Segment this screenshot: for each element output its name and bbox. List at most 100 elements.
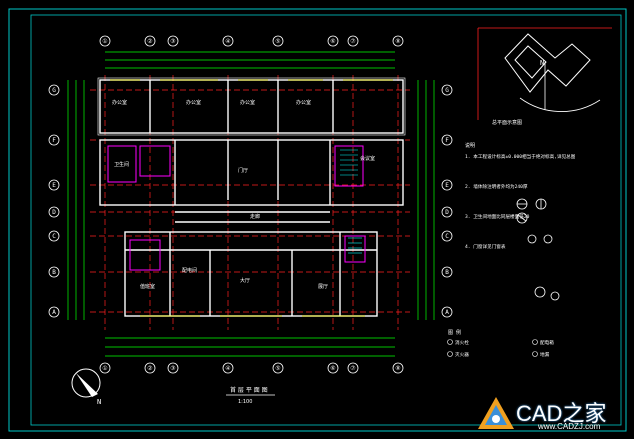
column-axis-top: ⑦ <box>347 35 359 47</box>
column-axis-top-label: ⑧ <box>395 38 400 45</box>
column-axis-bottom: ⑦ <box>347 362 359 374</box>
row-axis-left-label: G <box>52 87 56 94</box>
column-axis-top-label: ④ <box>225 38 230 45</box>
row-axis-left-label: F <box>52 137 56 144</box>
legend-heading: 图 例 <box>448 329 461 336</box>
row-axis-right: D <box>441 206 453 218</box>
row-axis-right: A <box>441 306 453 318</box>
row-axis-right-label: G <box>445 87 449 94</box>
room-labels: 办公室办公室办公室办公室门厅会议室大厅走廊展厅值班室配电间卫生间 <box>112 99 375 290</box>
column-axis-top-label: ⑦ <box>350 38 355 45</box>
row-axis-left-label: E <box>52 182 56 189</box>
top-axis-bubbles: ① ② ③ ④ ⑤ ⑥ ⑦ ⑧ <box>99 35 404 47</box>
room-label: 会议室 <box>360 155 375 162</box>
column-axis-bottom: ⑧ <box>392 362 404 374</box>
row-axis-right-label: B <box>445 269 449 276</box>
building-walls <box>97 77 406 317</box>
room-label: 办公室 <box>112 99 127 106</box>
room-label: 卫生间 <box>114 161 129 168</box>
row-axis-right: G <box>441 84 453 96</box>
watermark-url: www.CADZJ.com <box>538 422 601 431</box>
column-axis-top: ④ <box>222 35 234 47</box>
column-axis-bottom: ⑥ <box>327 362 339 374</box>
legend-item: 地漏 <box>540 351 550 358</box>
room-label: 门厅 <box>238 167 248 174</box>
row-axis-right: C <box>441 230 453 242</box>
row-axis-right: F <box>441 134 453 146</box>
room-label: 办公室 <box>296 99 311 106</box>
room-label: 大厅 <box>240 277 250 284</box>
legend-symbol-icon <box>447 339 453 345</box>
plan-title: 首 层 平 面 图 <box>230 386 268 394</box>
legend-symbol-icon <box>447 351 453 357</box>
legend-item: 配电箱 <box>540 339 554 346</box>
row-axis-left: F <box>48 134 60 146</box>
column-axis-bottom: ⑤ <box>272 362 284 374</box>
column-axis-top-label: ② <box>147 38 152 45</box>
room-label: 配电间 <box>182 267 197 274</box>
column-axis-bottom-label: ③ <box>170 365 175 372</box>
legend-symbol-icon <box>532 351 538 357</box>
legend-item: 灭火器 <box>455 352 469 358</box>
plan-title-block: 首 层 平 面 图 1:100 <box>226 386 275 405</box>
column-axis-top: ① <box>99 35 111 47</box>
row-axis-left: D <box>48 206 60 218</box>
legend-symbol-icon <box>532 339 538 345</box>
column-axis-top-label: ① <box>102 38 107 45</box>
top-dimensions <box>105 51 395 69</box>
key-plan-north: N <box>540 59 544 67</box>
column-axis-bottom-label: ⑦ <box>350 365 355 372</box>
room-label: 值班室 <box>140 283 155 290</box>
legend-item: 消火栓 <box>455 339 469 346</box>
column-axis-bottom-label: ⑧ <box>395 365 400 372</box>
room-label: 展厅 <box>318 284 328 290</box>
row-axis-left: G <box>48 84 60 96</box>
north-arrow-label: N <box>97 398 101 406</box>
column-axis-top-label: ⑤ <box>275 38 280 45</box>
side-dimensions <box>67 80 435 320</box>
row-axis-left-label: C <box>52 233 56 240</box>
room-label: 办公室 <box>240 99 255 106</box>
row-axis-right: E <box>441 179 453 191</box>
row-axis-left: B <box>48 266 60 278</box>
key-plan-caption: 总平面示意图 <box>492 119 522 126</box>
column-axis-top: ⑤ <box>272 35 284 47</box>
note-symbols <box>516 198 560 301</box>
column-axis-bottom: ③ <box>167 362 179 374</box>
windows <box>110 79 393 317</box>
watermark-logo-icon <box>478 397 514 429</box>
column-axis-bottom: ④ <box>222 362 234 374</box>
column-axis-bottom: ② <box>144 362 156 374</box>
left-axis-bubbles: G F E D C B A <box>48 84 60 318</box>
column-axis-bottom-label: ⑥ <box>330 365 335 372</box>
plan-scale: 1:100 <box>238 399 252 405</box>
row-axis-right-label: C <box>445 233 449 240</box>
grid-axis-lines <box>90 75 410 330</box>
column-axis-top: ② <box>144 35 156 47</box>
stairs-and-wc <box>107 145 366 271</box>
row-axis-left: C <box>48 230 60 242</box>
column-axis-top-label: ⑥ <box>330 38 335 45</box>
row-axis-left-label: D <box>52 209 56 216</box>
note-line: 2. 墙体除注明者外均为240厚 <box>465 183 528 190</box>
watermark: CAD之家 www.CADZJ.com <box>476 395 626 435</box>
column-axis-top: ⑧ <box>392 35 404 47</box>
row-axis-right-label: E <box>445 182 449 189</box>
north-arrow: N <box>71 368 101 406</box>
row-axis-right-label: D <box>445 209 449 216</box>
drawing-inner-frame <box>30 14 622 426</box>
stair-treads <box>340 149 362 254</box>
column-axis-bottom: ① <box>99 362 111 374</box>
row-axis-left-label: A <box>52 309 56 316</box>
column-axis-top-label: ③ <box>170 38 175 45</box>
bottom-axis-bubbles: ① ② ③ ④ ⑤ ⑥ ⑦ ⑧ <box>99 362 404 374</box>
key-plan: N 总平面示意图 <box>477 27 612 126</box>
bottom-dimensions <box>105 337 395 357</box>
column-axis-bottom-label: ① <box>102 365 107 372</box>
column-axis-top: ③ <box>167 35 179 47</box>
column-axis-top: ⑥ <box>327 35 339 47</box>
watermark-brand: CAD之家 <box>516 401 607 426</box>
